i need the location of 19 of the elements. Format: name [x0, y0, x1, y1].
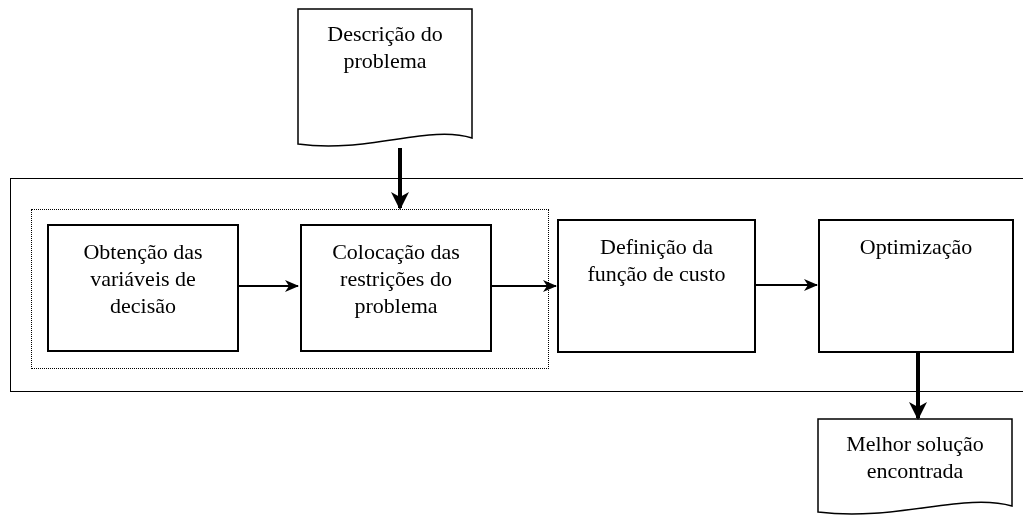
process-box — [557, 219, 756, 353]
node-text: Colocação das restrições do problema — [331, 238, 461, 319]
arrow — [391, 148, 409, 210]
node-text: Optimização — [858, 233, 974, 260]
group-frame — [31, 209, 549, 369]
node-text: Descrição do problema — [326, 20, 444, 74]
process-box — [300, 224, 492, 352]
document-shape — [817, 418, 1013, 518]
node-text: Melhor solução encontrada — [845, 430, 985, 484]
document-shape — [297, 8, 473, 150]
arrow — [489, 280, 557, 292]
process-box — [47, 224, 239, 352]
node-text: Obtenção das variáveis de decisão — [82, 238, 204, 319]
group-frame — [10, 178, 1023, 392]
arrow — [754, 279, 818, 291]
arrow — [236, 280, 299, 292]
node-text: Definição da função de custo — [586, 233, 727, 287]
arrow — [909, 352, 927, 420]
process-box — [818, 219, 1014, 353]
